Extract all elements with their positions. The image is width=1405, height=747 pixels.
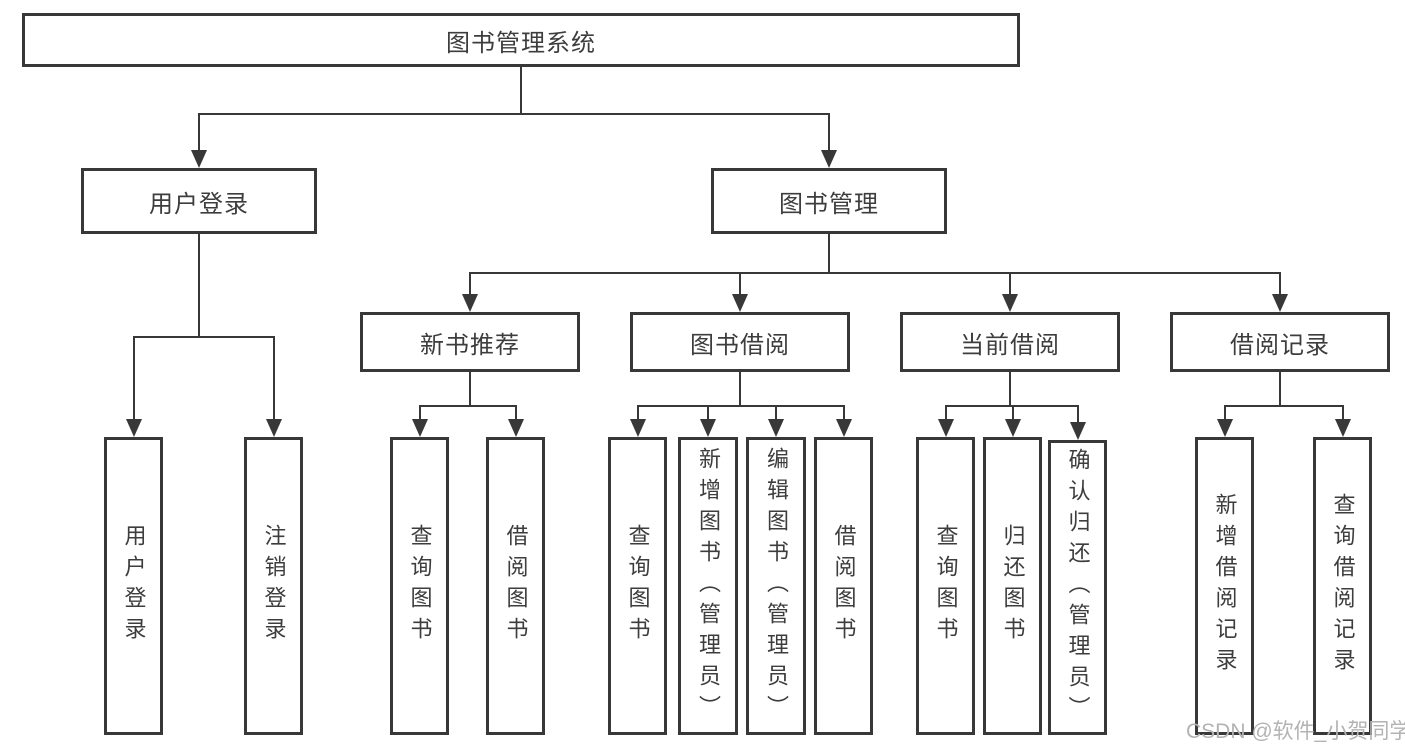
connector-line (1009, 372, 1011, 406)
node-book-borrowing-label: 图书借阅 (690, 331, 790, 359)
connector-line (133, 336, 274, 338)
connector-line (843, 405, 845, 419)
connector-line (1012, 405, 1014, 419)
connector-line (945, 405, 947, 419)
arrowhead-down (508, 419, 524, 437)
node-current-borrowing-label: 当前借阅 (960, 331, 1060, 359)
connector-line (520, 67, 522, 114)
node-book-borrowing: 图书借阅 (630, 312, 850, 372)
connector-line (739, 372, 741, 406)
node-user-login: 用户登录 (81, 168, 317, 234)
leaf-recommend-borrow-books: 借阅图书 (486, 437, 545, 735)
leaf-confirm-return-admin: 确认归还（管理员） (1048, 440, 1107, 735)
connector-line (1342, 405, 1344, 419)
leaf-borrowing-borrow-books: 借阅图书 (814, 437, 873, 735)
arrowhead-down (836, 419, 852, 437)
leaf-recommend-query-books-label: 查询图书 (407, 524, 433, 648)
connector-line (469, 372, 471, 406)
leaf-add-book-admin-label: 新增图书（管理员） (696, 446, 721, 726)
connector-line (469, 272, 471, 294)
arrowhead-down (630, 419, 646, 437)
arrowhead-down (1002, 294, 1018, 312)
leaf-current-query-books: 查询图书 (916, 437, 975, 735)
node-book-management: 图书管理 (711, 168, 947, 234)
leaf-logout-label: 注销登录 (261, 524, 287, 648)
leaf-recommend-query-books: 查询图书 (390, 437, 449, 735)
node-library-system: 图书管理系统 (22, 13, 1020, 67)
arrowhead-down (266, 419, 282, 437)
leaf-return-books-label: 归还图书 (1000, 524, 1026, 648)
leaf-borrowing-borrow-books-label: 借阅图书 (831, 524, 857, 648)
arrowhead-down (821, 150, 837, 168)
arrowhead-down (768, 419, 784, 437)
leaf-query-borrow-record-label: 查询借阅记录 (1330, 493, 1356, 679)
connector-line (637, 405, 639, 419)
connector-line (133, 336, 135, 419)
leaf-add-borrow-record-label: 新增借阅记录 (1212, 493, 1238, 679)
leaf-logout: 注销登录 (244, 437, 303, 735)
connector-line (515, 405, 517, 419)
node-user-login-label: 用户登录 (149, 190, 249, 218)
arrowhead-down (412, 419, 428, 437)
leaf-edit-book-admin-label: 编辑图书（管理员） (764, 446, 789, 726)
node-new-book-recommend: 新书推荐 (360, 312, 580, 372)
connector-line (1279, 372, 1281, 406)
leaf-confirm-return-admin-label: 确认归还（管理员） (1065, 448, 1091, 727)
node-current-borrowing: 当前借阅 (900, 312, 1120, 372)
node-new-book-recommend-label: 新书推荐 (420, 331, 520, 359)
leaf-user-login-label: 用户登录 (121, 524, 147, 648)
connector-line (198, 113, 830, 115)
leaf-edit-book-admin: 编辑图书（管理员） (746, 437, 806, 735)
connector-line (273, 336, 275, 419)
leaf-return-books: 归还图书 (983, 437, 1042, 735)
leaf-add-borrow-record: 新增借阅记录 (1195, 437, 1254, 735)
arrowhead-down (700, 419, 716, 437)
leaf-borrowing-query-books: 查询图书 (608, 437, 667, 735)
connector-line (707, 405, 709, 419)
node-library-system-label: 图书管理系统 (446, 29, 596, 57)
connector-line (828, 234, 830, 273)
arrowhead-down (462, 294, 478, 312)
leaf-borrowing-query-books-label: 查询图书 (625, 524, 651, 648)
watermark: CSDN @软件_小贺同学 (1186, 720, 1405, 743)
leaf-query-borrow-record: 查询借阅记录 (1313, 437, 1372, 735)
connector-line (419, 405, 421, 419)
connector-line (1224, 405, 1226, 419)
leaf-add-book-admin: 新增图书（管理员） (678, 437, 738, 735)
arrowhead-down (1070, 422, 1086, 440)
connector-line (739, 272, 741, 294)
arrowhead-down (191, 150, 207, 168)
node-book-management-label: 图书管理 (779, 190, 879, 218)
connector-line (637, 405, 845, 407)
leaf-current-query-books-label: 查询图书 (933, 524, 959, 648)
connector-line (419, 405, 517, 407)
arrowhead-down (938, 419, 954, 437)
arrowhead-down (732, 294, 748, 312)
arrowhead-down (1217, 419, 1233, 437)
arrowhead-down (126, 419, 142, 437)
connector-line (198, 113, 200, 150)
node-borrowing-records: 借阅记录 (1170, 312, 1390, 372)
connector-line (198, 234, 200, 337)
leaf-user-login: 用户登录 (104, 437, 163, 735)
connector-line (1224, 405, 1344, 407)
connector-line (775, 405, 777, 419)
connector-line (1009, 272, 1011, 294)
node-borrowing-records-label: 借阅记录 (1230, 331, 1330, 359)
connector-line (470, 272, 1281, 274)
arrowhead-down (1005, 419, 1021, 437)
connector-line (1279, 272, 1281, 294)
connector-line (1077, 405, 1079, 422)
arrowhead-down (1335, 419, 1351, 437)
connector-line (828, 113, 830, 150)
arrowhead-down (1272, 294, 1288, 312)
leaf-recommend-borrow-books-label: 借阅图书 (503, 524, 529, 648)
